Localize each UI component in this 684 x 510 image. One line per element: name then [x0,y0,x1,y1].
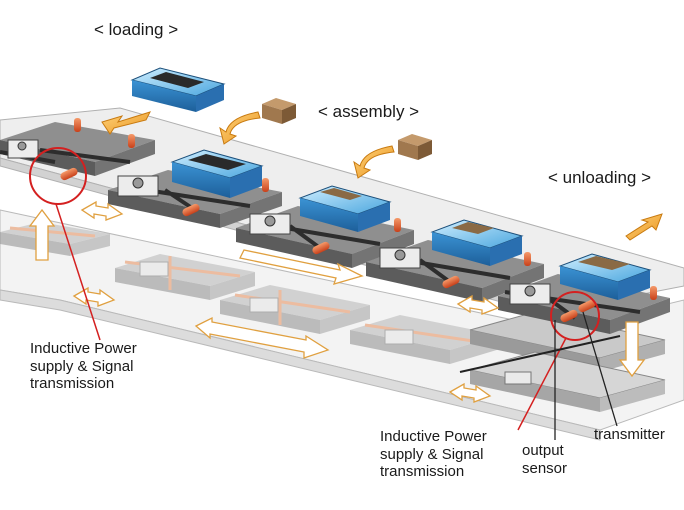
elevator-stack [469,311,666,412]
part-box-2 [398,134,432,160]
platform-4 [366,219,544,302]
callout-output-sensor: output sensor [522,442,568,477]
stage-label-loading: < loading > [94,20,179,39]
callout-markers [29,147,618,440]
lower-platform-1 [0,222,110,256]
callout-inductive-left: Inductive Power supply & Signal transmis… [30,340,137,393]
flow-arrows [101,111,663,241]
platform-loading [0,118,155,181]
platform-unloading [498,253,670,334]
lower-platform-3 [220,285,370,334]
platform-2 [108,149,282,228]
part-box-1 [262,98,296,124]
callout-inductive-right: Inductive Power supply & Signal transmis… [380,428,487,481]
platform-3 [236,185,414,268]
lower-platform-2 [115,254,255,300]
stage-label-assembly: < assembly > [318,102,420,121]
transfer-arrows [28,200,646,403]
loading-module [130,67,226,112]
stage-label-unloading: < unloading > [548,168,652,187]
callout-transmitter: transmitter [594,426,665,443]
cable [459,335,621,373]
